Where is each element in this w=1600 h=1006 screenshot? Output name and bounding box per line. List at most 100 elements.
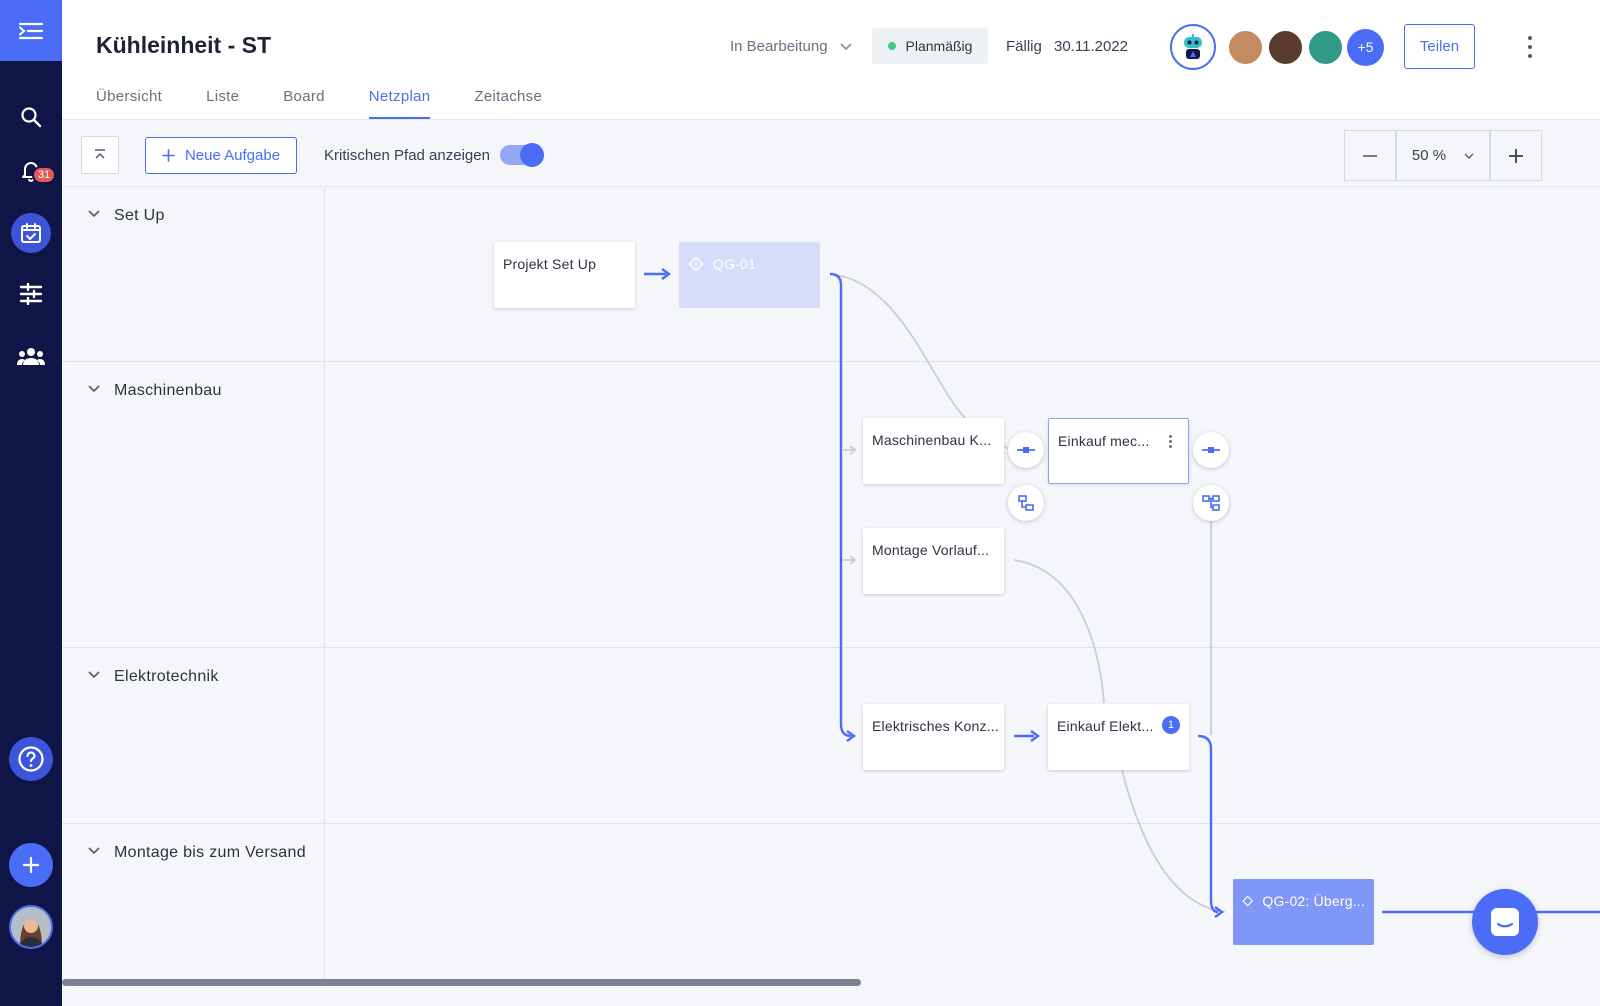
task-title: Montage Vorlauf... bbox=[872, 542, 990, 558]
chevron-down-icon[interactable] bbox=[88, 671, 100, 679]
zoom-out-button[interactable] bbox=[1344, 130, 1396, 181]
collapse-up-icon bbox=[95, 149, 105, 159]
sidebar: 31 bbox=[0, 0, 62, 1006]
user-avatar[interactable] bbox=[9, 905, 53, 949]
assistant-bot-avatar[interactable] bbox=[1170, 24, 1216, 70]
new-task-button[interactable]: Neue Aufgabe bbox=[145, 137, 297, 174]
tab-list[interactable]: Liste bbox=[206, 88, 240, 105]
lane-electrical: Elektrotechnik bbox=[62, 648, 1600, 824]
task-options-button[interactable] bbox=[1169, 435, 1172, 448]
milestone-card-qg01[interactable]: QG-01 bbox=[679, 242, 820, 308]
chevron-down-icon[interactable] bbox=[88, 847, 100, 855]
member-avatar[interactable] bbox=[1307, 28, 1344, 66]
milestone-diamond-icon bbox=[1242, 895, 1254, 907]
status-dropdown[interactable]: In Bearbeitung bbox=[730, 38, 852, 55]
menu-toggle-button[interactable] bbox=[0, 0, 62, 61]
lane-title: Maschinenbau bbox=[114, 382, 222, 399]
create-button[interactable] bbox=[9, 843, 53, 887]
add-successor-button[interactable] bbox=[1193, 485, 1229, 521]
plus-icon bbox=[22, 856, 40, 874]
task-title: Einkauf Elekt... bbox=[1057, 718, 1154, 734]
chat-support-button[interactable] bbox=[1472, 889, 1538, 955]
hierarchy-icon bbox=[19, 283, 43, 305]
task-card-montage[interactable]: Montage Vorlauf... bbox=[863, 528, 1004, 594]
chevron-down-icon[interactable] bbox=[88, 385, 100, 393]
share-button[interactable]: Teilen bbox=[1404, 24, 1475, 69]
task-card-maschinenbau[interactable]: Maschinenbau K... bbox=[863, 418, 1004, 484]
task-title: Maschinenbau K... bbox=[872, 432, 992, 448]
search-button[interactable] bbox=[11, 97, 51, 137]
lane-set-up: Set Up bbox=[62, 187, 1600, 362]
subtask-icon bbox=[1018, 495, 1034, 511]
help-button[interactable] bbox=[9, 737, 53, 781]
plus-icon bbox=[1509, 148, 1523, 163]
task-title: Projekt Set Up bbox=[503, 256, 597, 272]
task-card-einkauf-mech[interactable]: Einkauf mec... bbox=[1048, 418, 1189, 484]
network-toolbar: Neue Aufgabe Kritischen Pfad anzeigen 50… bbox=[62, 120, 1600, 187]
lane-mechanical: Maschinenbau bbox=[62, 362, 1600, 648]
team-icon bbox=[17, 348, 45, 365]
zoom-dropdown[interactable]: 50 % bbox=[1396, 130, 1490, 181]
zoom-in-button[interactable] bbox=[1490, 130, 1542, 181]
add-dependency-left-button[interactable] bbox=[1008, 432, 1044, 468]
link-dependency-icon bbox=[1202, 447, 1220, 453]
more-options-button[interactable] bbox=[1522, 36, 1538, 58]
portfolio-button[interactable] bbox=[11, 274, 51, 314]
schedule-status-label: Planmäßig bbox=[905, 38, 973, 54]
tab-board[interactable]: Board bbox=[283, 88, 325, 105]
lane-header[interactable]: Elektrotechnik bbox=[62, 648, 325, 823]
task-card-projekt-setup[interactable]: Projekt Set Up bbox=[494, 242, 635, 308]
task-title: Elektrisches Konz... bbox=[872, 718, 999, 734]
branch-icon bbox=[1202, 495, 1220, 511]
tab-timeline[interactable]: Zeitachse bbox=[474, 88, 543, 105]
projects-button[interactable] bbox=[11, 213, 51, 253]
zoom-value: 50 % bbox=[1411, 147, 1447, 164]
notification-badge: 31 bbox=[32, 166, 57, 184]
new-task-label: Neue Aufgabe bbox=[184, 147, 281, 164]
milestone-diamond-icon bbox=[688, 256, 704, 272]
help-icon bbox=[18, 746, 44, 772]
minus-icon bbox=[1363, 154, 1377, 157]
horizontal-scrollbar-thumb[interactable] bbox=[62, 979, 861, 986]
lane-header[interactable]: Montage bis zum Versand bbox=[62, 824, 325, 982]
lane-title: Elektrotechnik bbox=[114, 668, 219, 685]
tab-overview[interactable]: Übersicht bbox=[96, 88, 163, 105]
plus-icon bbox=[162, 149, 175, 162]
add-subtask-button[interactable] bbox=[1008, 485, 1044, 521]
due-date[interactable]: Fällig 30.11.2022 bbox=[1006, 38, 1128, 55]
member-avatar[interactable] bbox=[1227, 28, 1264, 66]
calendar-check-icon bbox=[21, 223, 41, 243]
task-card-elektrisch[interactable]: Elektrisches Konz... bbox=[863, 704, 1004, 770]
robot-icon bbox=[1184, 34, 1202, 59]
chevron-down-icon bbox=[840, 42, 852, 50]
comment-count-badge: 1 bbox=[1162, 716, 1180, 734]
menu-collapse-icon bbox=[18, 22, 44, 39]
lane-title: Montage bis zum Versand bbox=[114, 844, 306, 861]
team-button[interactable] bbox=[11, 336, 51, 376]
task-title: Einkauf mec... bbox=[1058, 433, 1150, 449]
lane-header[interactable]: Set Up bbox=[62, 187, 325, 361]
task-title: QG-01 bbox=[713, 256, 757, 272]
status-value: In Bearbeitung bbox=[730, 38, 828, 55]
schedule-status-badge[interactable]: Planmäßig bbox=[872, 28, 988, 64]
project-header: Kühleinheit - ST In Bearbeitung Planmäßi… bbox=[62, 0, 1600, 120]
page-title: Kühleinheit - ST bbox=[96, 32, 272, 58]
collapse-all-button[interactable] bbox=[81, 136, 119, 174]
milestone-card-qg02[interactable]: QG-02: Überg... bbox=[1233, 879, 1374, 945]
task-card-einkauf-elekt[interactable]: Einkauf Elekt... 1 bbox=[1048, 704, 1189, 770]
chevron-down-icon[interactable] bbox=[88, 210, 100, 218]
more-members-badge[interactable]: +5 bbox=[1347, 28, 1384, 66]
member-avatars[interactable]: +5 bbox=[1170, 24, 1384, 70]
status-dot-icon bbox=[887, 42, 896, 50]
due-date-label: Fällig bbox=[1006, 38, 1042, 55]
tab-network-plan[interactable]: Netzplan bbox=[368, 88, 431, 119]
member-avatar[interactable] bbox=[1267, 28, 1304, 66]
link-dependency-icon bbox=[1017, 447, 1035, 453]
user-photo-icon bbox=[11, 907, 51, 947]
critical-path-toggle[interactable] bbox=[500, 143, 544, 167]
lane-title: Set Up bbox=[114, 207, 165, 224]
task-title: QG-02: Überg... bbox=[1262, 893, 1365, 909]
add-dependency-right-button[interactable] bbox=[1193, 432, 1229, 468]
due-date-value: 30.11.2022 bbox=[1054, 38, 1128, 55]
lane-header[interactable]: Maschinenbau bbox=[62, 362, 325, 647]
